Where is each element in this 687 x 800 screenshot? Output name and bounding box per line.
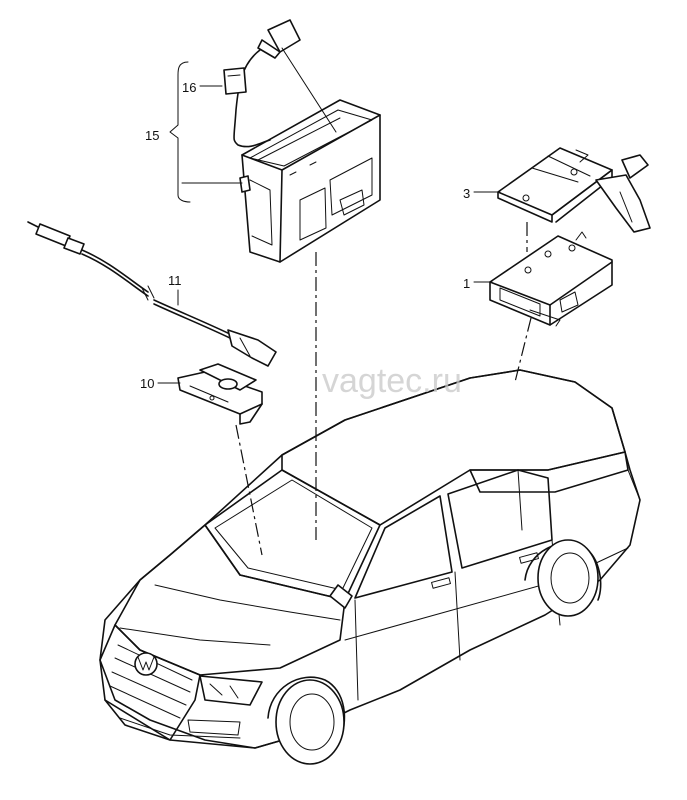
callout-15: 15 (145, 61, 243, 203)
part-16-cable (223, 19, 337, 148)
label-1: 1 (463, 276, 470, 291)
label-11: 11 (168, 273, 182, 288)
part-11-cable (27, 221, 277, 367)
label-15: 15 (145, 128, 159, 143)
label-10: 10 (140, 376, 154, 391)
label-3: 3 (463, 186, 470, 201)
callout-1: 1 (463, 276, 493, 291)
car-body (99, 369, 641, 765)
part-15-holder (239, 99, 381, 263)
callout-11: 11 (168, 273, 182, 306)
part-10-socket (177, 363, 263, 425)
label-16: 16 (182, 80, 196, 95)
callout-16: 16 (182, 80, 223, 95)
part-3-bracket (497, 147, 651, 233)
leader-lines (235, 222, 532, 556)
vw-logo-icon (134, 652, 158, 676)
callout-10: 10 (140, 376, 181, 391)
watermark-text: vagtec.ru (322, 362, 462, 400)
callout-3: 3 (463, 186, 501, 201)
part-1-control-unit (489, 231, 613, 327)
